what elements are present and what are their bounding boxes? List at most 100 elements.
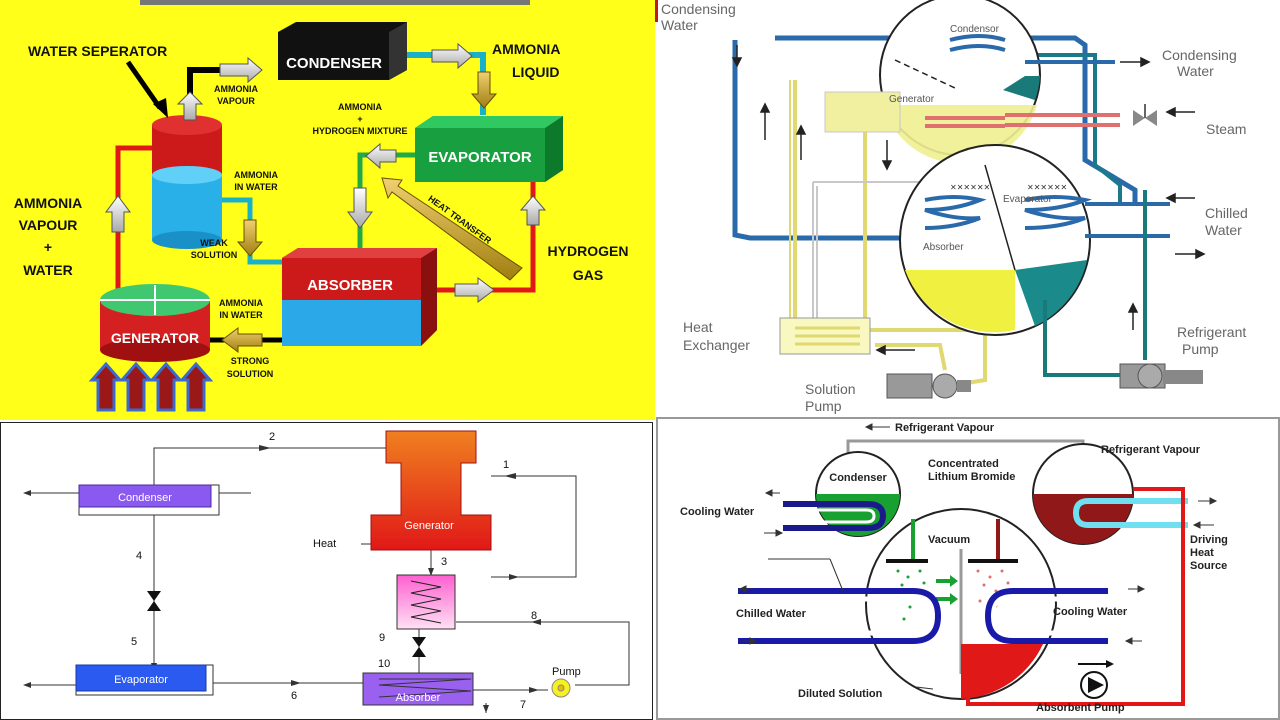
arrow-ammonia-liquid (470, 71, 498, 109)
pipe-condenser-to-evaporator (405, 52, 486, 115)
vapour-water-label-1: AMMONIA (14, 195, 82, 211)
chilled-water-pointer (829, 558, 844, 592)
chilled-water-tube-inner (738, 596, 931, 636)
arrow-heat-transfer (381, 177, 523, 281)
panel-lithium-bromide-diagram: Refrigerant Vapour Refrigerant Vapour Co… (656, 417, 1280, 720)
arrow-weak-solution (236, 219, 264, 257)
arrow-mixture-left (365, 142, 397, 170)
weak-solution-label-2: SOLUTION (191, 250, 238, 260)
driving-heat-label-3: Source (1190, 560, 1227, 572)
generator-label-q2: Generator (889, 94, 935, 105)
expansion-valve-right (412, 637, 426, 657)
absorbent-pump-icon (1080, 671, 1108, 699)
heat-exchanger-coil (410, 580, 442, 624)
condensing-water-in-1: Condensing (661, 1, 736, 17)
vapour-water-label-4: WATER (23, 262, 73, 278)
state-2: 2 (269, 431, 275, 443)
vacuum-label: Vacuum (928, 534, 970, 546)
solution-pump (886, 373, 971, 399)
refrigerant-pump (1119, 363, 1203, 389)
concentrated-label-2: Lithium Bromide (928, 471, 1015, 483)
state-8: 8 (531, 610, 537, 622)
condenser-label-q3: Condenser (118, 492, 172, 504)
absorber-block (362, 672, 474, 706)
absorber-coil (378, 678, 472, 698)
flow-arrows-q2 (731, 45, 1206, 356)
state-7: 7 (520, 699, 526, 711)
cooling-water-left-label: Cooling Water (680, 506, 755, 518)
mixture-label-2: + (357, 114, 362, 124)
refrigerant-line (985, 53, 1122, 205)
evaporator-label-q2: Evaporator (1003, 194, 1053, 205)
mixture-label-3: HYDROGEN MIXTURE (312, 126, 407, 136)
generator-cylinder: GENERATOR (100, 284, 210, 362)
chilled-water-tube-outer (738, 588, 942, 644)
diluted-solution-label: Diluted Solution (798, 688, 883, 700)
water-separator-cylinder (152, 115, 222, 249)
yellow-line-3 (825, 118, 867, 325)
concentrated-label-1: Concentrated (928, 458, 999, 470)
mixture-label-1: AMMONIA (338, 102, 382, 112)
condensing-water-out-1: Condensing (1162, 47, 1237, 63)
pump-icon (551, 678, 571, 698)
condenser-block (78, 484, 212, 508)
chilled-water-2: Water (1205, 222, 1242, 238)
heat-exchanger (779, 317, 871, 355)
arrow-vapour-to-condenser (219, 56, 263, 84)
driving-heat-label-1: Driving (1190, 534, 1228, 546)
evaporator-block (75, 664, 207, 692)
driving-heat-tube (1072, 498, 1188, 528)
svg-text:✕✕✕✕✕✕: ✕✕✕✕✕✕ (950, 183, 990, 192)
generator-block (370, 430, 492, 551)
strong-solution-label-2: SOLUTION (227, 369, 274, 379)
chilled-water-label-q4: Chilled Water (736, 608, 807, 620)
state-4: 4 (136, 550, 142, 562)
strong-solution-label-1: STRONG (231, 356, 270, 366)
condensing-water-out-2: Water (1177, 63, 1214, 79)
heat-exchanger-label-2: Exchanger (683, 337, 750, 353)
flow-arrows-q4 (738, 423, 1218, 690)
arrow-absorber-out (454, 277, 495, 303)
ammonia-vapour-top-1: AMMONIA (214, 84, 258, 94)
chilled-water-1: Chilled (1205, 205, 1248, 221)
absorber-evaporator-vessel: ✕✕✕✕✕✕ ✕✕✕✕✕✕ (899, 144, 1092, 336)
absorbent-pump-label: Absorbent Pump (1036, 702, 1125, 714)
generator-tray (824, 91, 901, 133)
absorber-label-q2: Absorber (923, 242, 964, 253)
absorber-cooling-tube-outer (984, 588, 1108, 644)
pipe-generator-to-separator (115, 145, 157, 290)
panel-cycle-block-diagram: Generator Condenser Evaporator Absorber … (0, 422, 653, 720)
driving-heat-label-2: Heat (1190, 547, 1214, 559)
solution-pump-label-1: Solution (805, 381, 856, 397)
condenser-cooling-tube-outer (783, 501, 887, 531)
cooling-water-right-label: Cooling Water (1053, 606, 1128, 618)
refrigerant-pump-label-1: Refrigerant (1177, 324, 1246, 340)
steam-valve-icon (1133, 104, 1157, 126)
absorber-label-q3: Absorber (396, 692, 441, 704)
expansion-valve-left (147, 591, 161, 611)
arrow-up-vapour (105, 195, 131, 233)
refrigerant-pump-line (1043, 300, 1120, 377)
weak-solution-label-1: WEAK (200, 238, 228, 248)
water-separator-label: WATER SEPERATOR (28, 43, 167, 59)
condenser-label-q4: Condenser (829, 472, 887, 484)
heat-label-q3: Heat (313, 538, 336, 550)
state-1: 1 (503, 459, 509, 471)
state-5: 5 (131, 636, 137, 648)
generator-sphere (1032, 443, 1134, 545)
panel-absorption-chiller-schematic: Condensor Generator ✕✕✕✕✕✕ ✕✕✕✕✕✕ Evapor… (655, 0, 1280, 415)
arrow-down-mixture (347, 187, 373, 229)
vapour-water-label-2: VAPOUR (19, 217, 78, 233)
ammonia-liquid-label-2: LIQUID (512, 64, 559, 80)
ammonia-in-water-bottom-2: IN WATER (219, 310, 263, 320)
solution-pump-label-2: Pump (805, 398, 842, 414)
state-6: 6 (291, 690, 297, 702)
steam-label: Steam (1206, 121, 1246, 137)
state-3: 3 (441, 556, 447, 568)
absorber-cooling-tube-inner (995, 596, 1108, 636)
refrigerant-vapour-pipe (846, 439, 1085, 459)
ammonia-in-water-bottom-1: AMMONIA (219, 298, 263, 308)
evaporator-label: EVAPORATOR (428, 149, 532, 166)
vapour-flow-arrows (936, 575, 958, 605)
state-10: 10 (378, 658, 390, 670)
